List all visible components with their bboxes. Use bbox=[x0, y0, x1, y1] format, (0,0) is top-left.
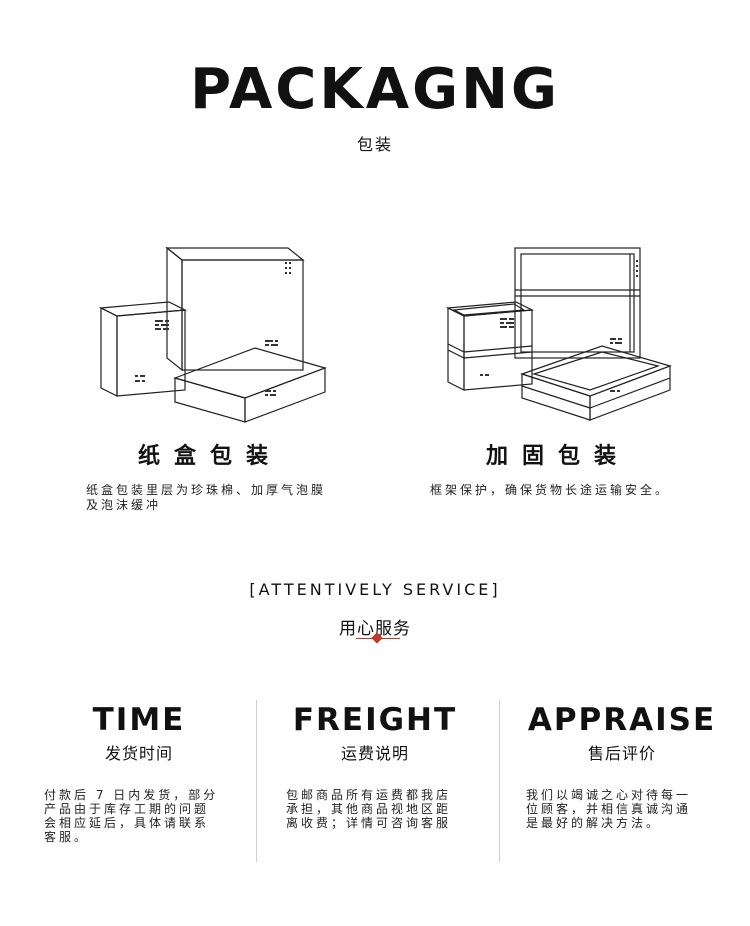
service-title-cn: 用心服务 bbox=[339, 619, 411, 639]
page-subtitle: 包装 bbox=[356, 135, 393, 154]
freight-desc: 包邮商品所有运费都我店 承担，其他商品视地区距 离收费；详情可咨询客服 bbox=[286, 788, 452, 830]
reinforced-packaging-desc: 框架保护，确保货物长途运输安全。 bbox=[430, 483, 671, 497]
appraise-desc: 我们以竭诚之心对待每一 位顾客，并相信真诚沟通 是最好的解决方法。 bbox=[526, 788, 692, 830]
carton-box-illustration bbox=[98, 246, 327, 423]
appraise-column: APPRAISE 售后评价 我们以竭诚之心对待每一 位顾客，并相信真诚沟通 是最… bbox=[522, 700, 722, 830]
column-divider bbox=[256, 700, 257, 862]
reinforced-packaging-label: 加固包装 bbox=[485, 444, 630, 469]
freight-title: FREIGHT bbox=[292, 702, 458, 738]
time-subtitle: 发货时间 bbox=[104, 744, 173, 763]
service-title-en: [ATTENTIVELY SERVICE] bbox=[249, 580, 501, 599]
page-title: PACKAGNG bbox=[190, 57, 560, 122]
freight-column: FREIGHT 运费说明 包邮商品所有运费都我店 承担，其他商品视地区距 离收费… bbox=[280, 700, 470, 830]
time-title: TIME bbox=[92, 702, 186, 738]
column-divider bbox=[499, 700, 500, 862]
wooden-crate-illustration bbox=[445, 247, 672, 421]
carton-packaging-desc: 纸盒包装里层为珍珠棉、加厚气泡膜 及泡沫缓冲 bbox=[86, 483, 327, 512]
appraise-title: APPRAISE bbox=[527, 702, 717, 738]
appraise-subtitle: 售后评价 bbox=[587, 744, 656, 763]
carton-packaging-label: 纸盒包装 bbox=[137, 444, 282, 469]
time-desc: 付款后 7 日内发货，部分 产品由于库存工期的问题 会相应延后，具体请联系 客服… bbox=[44, 788, 219, 844]
time-column: TIME 发货时间 付款后 7 日内发货，部分 产品由于库存工期的问题 会相应延… bbox=[44, 700, 234, 844]
freight-subtitle: 运费说明 bbox=[340, 744, 409, 763]
